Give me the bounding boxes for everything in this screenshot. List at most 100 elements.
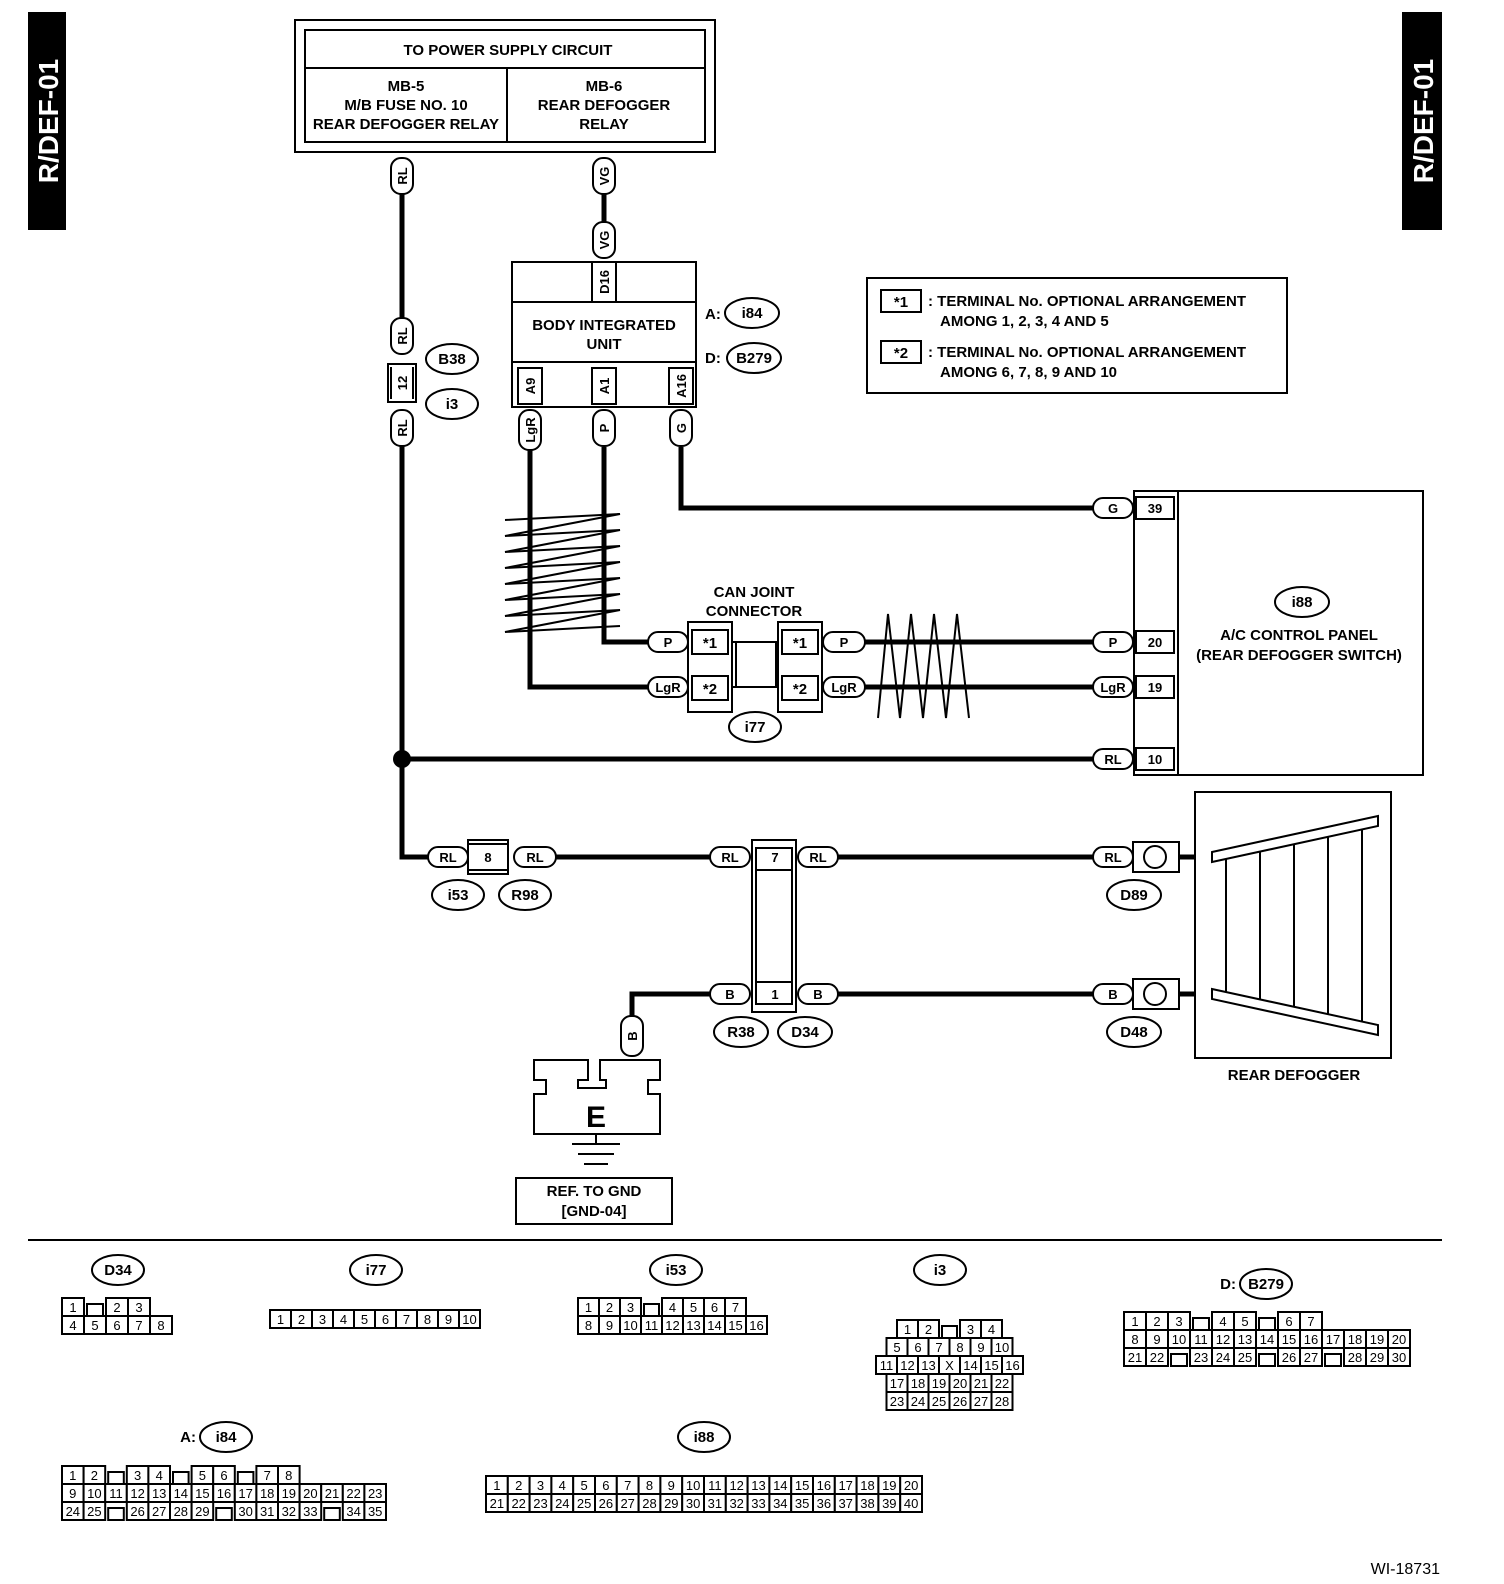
legend-mark-1: *1 — [894, 294, 908, 311]
connector-pin: 12 — [665, 1318, 679, 1333]
connector-key — [172, 1471, 190, 1485]
wire-label-g-panel: G — [1108, 501, 1118, 516]
ground-letter: E — [586, 1101, 606, 1134]
connector-pin: 9 — [977, 1340, 984, 1355]
connector-pin: 14 — [174, 1486, 188, 1501]
wire-label-p-can-left: P — [664, 635, 673, 650]
connector-cell — [458, 1309, 481, 1329]
wire-label-rl-r98: RL — [526, 850, 543, 865]
connector-pin: 9 — [1153, 1332, 1160, 1347]
connector-view-id: i53 — [666, 1262, 687, 1279]
connector-pin: 25 — [932, 1394, 946, 1409]
connector-pin: 27 — [620, 1496, 634, 1511]
connector-pin: 8 — [1131, 1332, 1138, 1347]
connector-pin: 18 — [911, 1376, 925, 1391]
power-supply-box: TO POWER SUPPLY CIRCUIT MB-5 M/B FUSE NO… — [294, 19, 716, 153]
wire-label-p-panel: P — [1109, 635, 1118, 650]
connector-key — [1170, 1353, 1188, 1367]
connector-pin: 24 — [911, 1394, 925, 1409]
power-supply-right-2: REAR DEFOGGER — [538, 97, 671, 114]
connector-pin: 20 — [1392, 1332, 1406, 1347]
can-right-t1: *1 — [793, 635, 807, 652]
connector-pin: 14 — [773, 1478, 787, 1493]
panel-label-1: A/C CONTROL PANEL — [1220, 627, 1378, 644]
connector-view-prefix: D: — [1220, 1276, 1236, 1293]
wire-label-rl-d89: RL — [1104, 850, 1121, 865]
connector-pin: 14 — [963, 1358, 977, 1373]
connector-pin: 7 — [403, 1312, 410, 1327]
biu-label-1: BODY INTEGRATED — [532, 317, 676, 334]
connector-pin: 35 — [368, 1504, 382, 1519]
connector-pin: 2 — [113, 1300, 120, 1315]
connector-pin: 6 — [602, 1478, 609, 1493]
connector-pin: 15 — [795, 1478, 809, 1493]
wire-label-b-r38: B — [725, 987, 734, 1002]
connector-pin: 11 — [708, 1478, 722, 1493]
connector-pin: 16 — [217, 1486, 231, 1501]
wire-label-rl-top: RL — [395, 167, 410, 184]
can-joint-connector: CAN JOINT CONNECTOR *1 *2 *1 *2 i77 — [687, 584, 823, 743]
connector-pin: 27 — [152, 1504, 166, 1519]
joint-b38: B38 — [438, 351, 466, 368]
connector-pin: 1 — [277, 1312, 284, 1327]
connector-view-prefix: A: — [180, 1429, 196, 1446]
connector-pin: 6 — [382, 1312, 389, 1327]
connector-key — [323, 1507, 341, 1521]
connector-pin: 26 — [130, 1504, 144, 1519]
connector-pin: 33 — [751, 1496, 765, 1511]
panel-connector-id: i88 — [1292, 594, 1313, 611]
connector-view-oval — [91, 1254, 145, 1286]
rear-defogger: D89 D48 REAR DEFOGGER — [1106, 791, 1392, 1084]
connector-pin: 25 — [577, 1496, 591, 1511]
connector-pin: 11 — [109, 1486, 123, 1501]
connector-cell — [149, 1315, 173, 1335]
joint-d34: D34 — [791, 1024, 819, 1041]
connector-cell — [1145, 1347, 1169, 1367]
joint-b38-i3: B38 i3 — [425, 343, 479, 420]
connector-view-oval — [1239, 1268, 1293, 1300]
ground-ref-1: REF. TO GND — [547, 1183, 642, 1200]
wire-label-rl-r38: RL — [721, 850, 738, 865]
wire-label-p-biu: P — [597, 423, 612, 432]
connector-pin: 3 — [1175, 1314, 1182, 1329]
biu-conn-d-prefix: D: — [705, 350, 721, 367]
power-supply-title: TO POWER SUPPLY CIRCUIT — [404, 42, 613, 59]
connector-pin: 9 — [606, 1318, 613, 1333]
connector-pin: 20 — [303, 1486, 317, 1501]
connector-view-oval — [649, 1254, 703, 1286]
connector-pin: 19 — [932, 1376, 946, 1391]
connector-pin: 24 — [555, 1496, 569, 1511]
joint-pin-12: 12 — [395, 376, 410, 390]
connector-pin: 27 — [1304, 1350, 1318, 1365]
connector-pin: 18 — [1348, 1332, 1362, 1347]
connector-pin: 28 — [1348, 1350, 1362, 1365]
twisted-pair-mark-right — [877, 613, 970, 719]
connector-pin: 16 — [1005, 1358, 1019, 1373]
connector-pin: 20 — [953, 1376, 967, 1391]
connector-pin: 6 — [914, 1340, 921, 1355]
connector-pin: 12 — [900, 1358, 914, 1373]
biu-pin-a9: A9 — [523, 378, 538, 395]
connector-pin: 6 — [1285, 1314, 1292, 1329]
connector-pin: 5 — [91, 1318, 98, 1333]
biu-pin-a1: A1 — [597, 378, 612, 395]
connector-pin: 15 — [728, 1318, 742, 1333]
wire-label-b-ground: B — [625, 1031, 640, 1040]
connector-pin: 3 — [319, 1312, 326, 1327]
connector-pin: 16 — [749, 1318, 763, 1333]
connector-pin: 14 — [1260, 1332, 1274, 1347]
wire-label-lgr-panel: LgR — [1100, 680, 1126, 695]
connector-view-id: i3 — [934, 1262, 947, 1279]
biu-conn-d: B279 — [736, 350, 772, 367]
connector-pin: 8 — [285, 1468, 292, 1483]
legend-box: *1 : TERMINAL No. OPTIONAL ARRANGEMENT A… — [866, 277, 1288, 394]
can-right-t2: *2 — [793, 681, 807, 698]
power-supply-left-1: MB-5 — [388, 78, 425, 95]
connector-pin: 26 — [1282, 1350, 1296, 1365]
defogger-label: REAR DEFOGGER — [1228, 1067, 1361, 1084]
connector-pin: 7 — [935, 1340, 942, 1355]
wire-label-rl-d34: RL — [809, 850, 826, 865]
